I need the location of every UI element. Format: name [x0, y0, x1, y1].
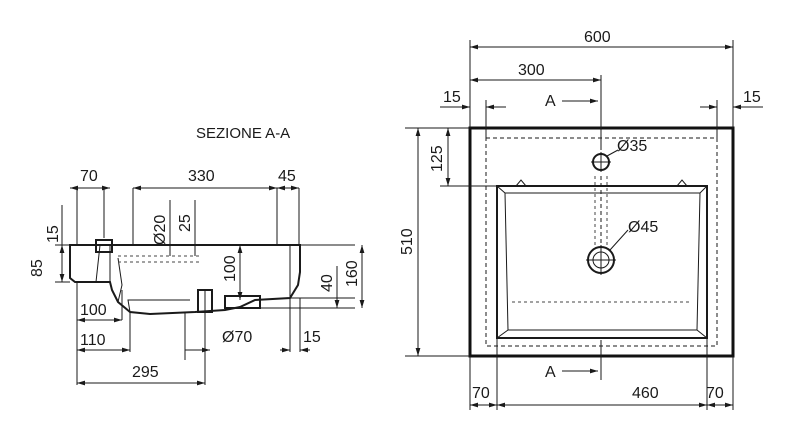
section-view: SEZIONE A-A	[29, 125, 365, 386]
dim-110: 110	[80, 332, 106, 349]
dim-phi70: Ø70	[222, 329, 252, 346]
section-bottom-dimensions: 100 110 295 Ø70 15	[76, 282, 321, 386]
basin-section-outline	[69, 239, 301, 316]
dim-phi35: Ø35	[617, 138, 647, 155]
dim-600: 600	[584, 29, 611, 46]
dim-460: 460	[632, 385, 659, 402]
dim-15-left-margin: 15	[443, 89, 461, 106]
section-mark-bottom: A	[545, 364, 556, 381]
plan-view: 600 300 15 15 A A 125 510 Ø35 Ø45 70	[399, 29, 763, 410]
dim-295: 295	[132, 364, 159, 381]
section-top-dimensions: 70 330 45	[70, 168, 300, 245]
dim-phi45: Ø45	[628, 219, 658, 236]
dim-70-bottom-right: 70	[706, 385, 724, 402]
dim-125: 125	[429, 145, 446, 172]
dim-510: 510	[399, 228, 416, 255]
dim-160: 160	[344, 260, 361, 287]
dim-25: 25	[177, 214, 194, 232]
dim-100-horizontal: 100	[80, 302, 107, 319]
section-title: SEZIONE A-A	[196, 125, 290, 142]
section-mark-top: A	[545, 93, 556, 110]
dim-70-top: 70	[80, 168, 98, 185]
dim-15-bottom: 15	[303, 329, 321, 346]
dim-15-right-margin: 15	[743, 89, 761, 106]
dim-40: 40	[319, 274, 336, 292]
basin-bowl	[496, 185, 708, 339]
dim-phi20: Ø20	[152, 215, 169, 245]
dim-100-vertical: 100	[222, 255, 239, 282]
dim-300: 300	[518, 62, 545, 79]
dim-15-left: 15	[45, 225, 62, 243]
dim-85: 85	[29, 259, 46, 277]
dim-330: 330	[188, 168, 215, 185]
section-vertical-dimensions: 15 85 Ø20 25 100 40 160	[29, 200, 365, 309]
dim-45: 45	[278, 168, 296, 185]
dim-70-bottom-left: 70	[472, 385, 490, 402]
